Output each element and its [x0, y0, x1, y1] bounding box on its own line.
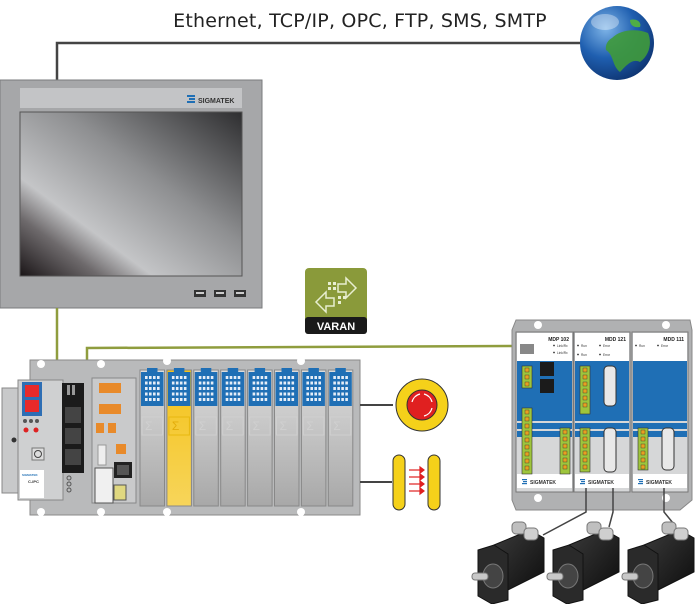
io-module: Σ: [247, 368, 273, 507]
usb-ports: [194, 290, 246, 297]
io-module: Σ: [274, 368, 300, 507]
svg-text:Σ: Σ: [280, 419, 287, 433]
sigmatek-logo-icon: [187, 95, 195, 103]
io-module: Σ: [327, 368, 354, 507]
network-protocols-label: Ethernet, TCP/IP, OPC, FTP, SMS, SMTP: [173, 10, 547, 32]
hmi-brand-label: SIGMATEK: [198, 98, 234, 105]
io-module: Σ: [300, 368, 327, 507]
hmi-screen: [19, 111, 243, 277]
varan-bus-line: [85, 344, 516, 360]
module-brand-label: SIGMATEK: [646, 480, 672, 486]
led-label: Error: [603, 353, 611, 357]
svg-text:Σ: Σ: [172, 419, 179, 433]
motor-cable-1: [542, 488, 587, 536]
svg-text:Σ: Σ: [199, 419, 206, 433]
controller-brand-label: SIGMATEK: [22, 473, 38, 477]
usb-port-icon: [234, 290, 246, 297]
led-label: Run: [639, 344, 645, 348]
module-name-label: MDD 111: [663, 337, 684, 343]
led-label: Link/Rx: [557, 344, 568, 348]
motors: [471, 521, 695, 604]
usb-port-icon: [194, 290, 206, 297]
controller-c-ipc: SIGMATEK C-IPC Σ Σ Σ Σ Σ Σ Σ Σ: [1, 357, 361, 516]
power-icon: [34, 450, 42, 458]
led-label: Error: [661, 344, 669, 348]
svg-text:Σ: Σ: [333, 419, 340, 433]
svg-text:Σ: Σ: [226, 419, 233, 433]
safety-io-module: Σ: [166, 368, 192, 507]
motor-cable-3: [663, 488, 674, 524]
io-module: Σ: [220, 368, 246, 507]
servo-motor-icon: [621, 521, 695, 604]
module-name-label: MDP 102: [548, 337, 569, 343]
svg-text:Σ: Σ: [145, 419, 152, 433]
varan-label: VARAN: [317, 321, 355, 333]
svg-text:Σ: Σ: [253, 419, 260, 433]
ethernet-line: [55, 41, 595, 80]
controller-model-label: C-IPC: [28, 479, 39, 484]
motor-cable-2: [608, 488, 614, 528]
light-curtain-icon: [392, 454, 441, 511]
varan-logo: VARAN: [305, 268, 367, 334]
module-brand-label: SIGMATEK: [588, 480, 614, 486]
servo-motor-icon: [471, 521, 545, 604]
module-brand-label: SIGMATEK: [530, 480, 556, 486]
globe-icon: [580, 6, 654, 80]
usb-port-icon: [214, 290, 226, 297]
led-label: Run: [581, 344, 587, 348]
module-name-label: MDD 121: [605, 337, 626, 343]
led-label: Error: [603, 344, 611, 348]
led-label: Run: [581, 353, 587, 357]
hmi-panel: SIGMATEK: [0, 79, 263, 309]
led-label: Link/Rx: [557, 351, 568, 355]
emergency-stop-icon: [395, 378, 449, 432]
io-module: Σ: [139, 368, 165, 507]
svg-text:Σ: Σ: [306, 419, 313, 433]
io-module: Σ: [193, 368, 219, 507]
servo-motor-icon: [546, 521, 620, 604]
